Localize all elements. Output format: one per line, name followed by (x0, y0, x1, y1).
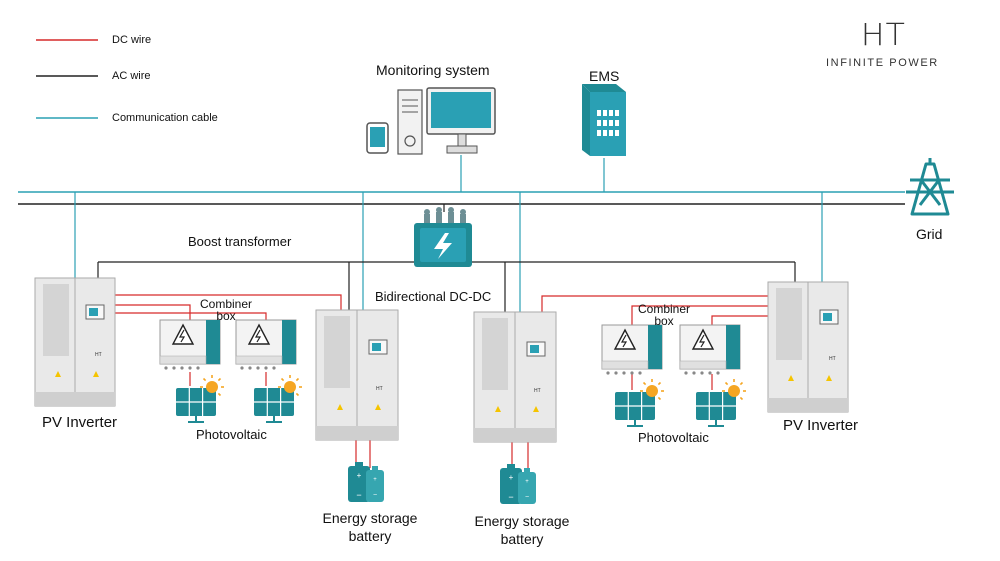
solar-panel-4-icon (695, 391, 737, 427)
storage-label-line1: Energy storage (474, 513, 570, 529)
pv-inverter-label-right: PV Inverter (783, 417, 859, 434)
combiner-label-line2: box (654, 314, 674, 328)
combiner-box-1 (159, 319, 221, 371)
storage-label-line2: battery (348, 528, 392, 544)
energy-storage-label-left: Energy storage battery (310, 509, 430, 545)
boost-transformer-label: Boost transformer (188, 234, 292, 249)
combiner-box-label-left: Combiner box (200, 298, 252, 322)
legend-dc-label: DC wire (112, 34, 152, 46)
comm-drops (74, 155, 823, 312)
solar-panel-3-icon (614, 391, 656, 427)
legend-ac-label: AC wire (112, 70, 151, 82)
battery-right-icon (500, 464, 536, 504)
storage-label-line2: battery (500, 531, 544, 547)
pv-inverter-left: HT (34, 277, 116, 407)
combiner-label-line1: Combiner (638, 302, 691, 316)
photovoltaic-label-right: Photovoltaic (638, 430, 709, 445)
combiner-label-line2: box (216, 309, 236, 323)
ems-icon (582, 84, 626, 156)
photovoltaic-label-left: Photovoltaic (196, 427, 267, 442)
dc-wiring-left (113, 294, 371, 468)
combiner-box-3 (601, 324, 663, 376)
svg-text:HT: HT (95, 352, 102, 358)
energy-storage-label-right: Energy storage battery (462, 512, 582, 548)
brand-tagline: INFINITE POWER (826, 57, 939, 69)
solar-panel-2-icon (253, 387, 295, 423)
dc-wiring-right (511, 295, 768, 470)
monitoring-system-icon (366, 87, 496, 155)
svg-text:HT: HT (534, 388, 541, 394)
brand-logo: HT (860, 18, 906, 53)
pv-inverter-right: HT (767, 281, 849, 413)
bidirectional-dcdc-label: Bidirectional DC-DC (375, 289, 492, 304)
dc-dc-converter-right: HT (473, 311, 557, 443)
grid-label: Grid (916, 226, 943, 242)
grid-tower-icon (906, 158, 954, 216)
combiner-box-4 (679, 324, 741, 376)
ems-label: EMS (589, 68, 620, 84)
svg-text:HT: HT (829, 356, 836, 362)
battery-left-icon (348, 462, 384, 502)
monitoring-system-label: Monitoring system (376, 62, 490, 78)
pv-inverter-label-left: PV Inverter (42, 414, 118, 431)
boost-transformer-icon (414, 207, 472, 267)
combiner-label-line1: Combiner (200, 297, 253, 311)
combiner-box-label-right: Combiner box (638, 303, 690, 327)
storage-label-line1: Energy storage (322, 510, 418, 526)
svg-text:HT: HT (376, 386, 383, 392)
combiner-box-2 (235, 319, 297, 371)
legend-comm-label: Communication cable (112, 112, 218, 124)
dc-dc-converter-left: HT (315, 309, 399, 441)
solar-panel-1-icon (175, 387, 217, 423)
